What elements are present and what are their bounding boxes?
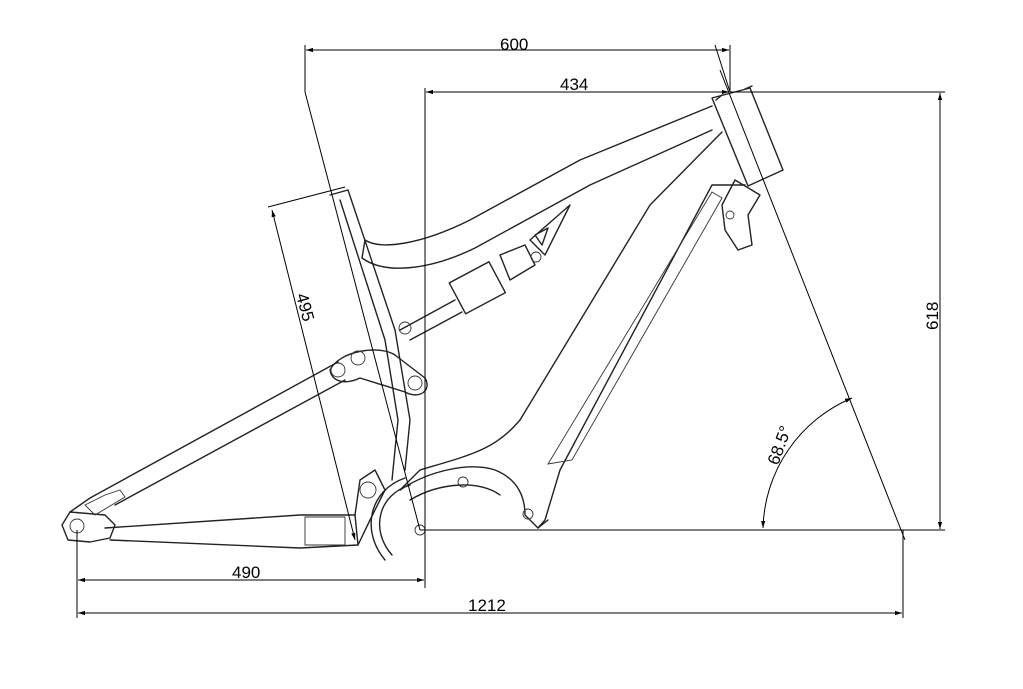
dim-label-600: 600 — [500, 35, 528, 54]
dim-label-495: 495 — [292, 291, 318, 323]
chain-stay — [104, 514, 359, 549]
dimension-lines — [76, 44, 945, 618]
seat-tube — [329, 189, 411, 481]
bike-frame — [61, 85, 784, 561]
dim-label-head-angle: 68.5° — [764, 423, 795, 467]
dim-label-434: 434 — [560, 75, 588, 94]
head-tube — [711, 87, 784, 187]
seat-stay — [69, 361, 346, 513]
down-tube — [399, 131, 746, 529]
battery — [547, 191, 723, 465]
top-tube — [361, 105, 713, 269]
dim-label-618: 618 — [923, 302, 942, 330]
dim-label-1212: 1212 — [468, 596, 506, 615]
dim-label-490: 490 — [232, 563, 260, 582]
rear-shock — [399, 299, 463, 341]
dropout — [61, 511, 116, 543]
